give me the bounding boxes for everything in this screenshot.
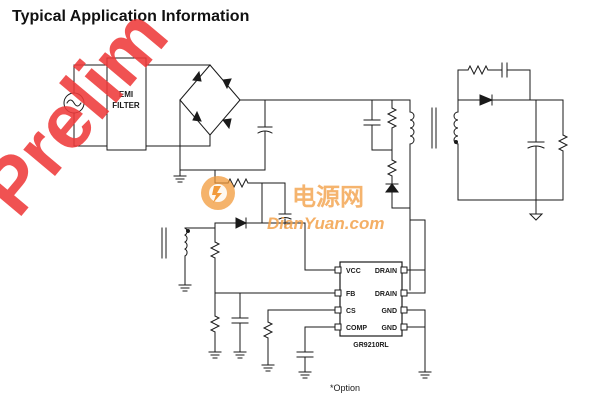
ic-pin-gnd-1: GND	[381, 308, 397, 315]
bulk-capacitor	[257, 99, 273, 171]
ic-pin-drain-2: DRAIN	[375, 291, 397, 298]
transformer	[409, 99, 459, 209]
snubber-network	[363, 99, 411, 209]
current-sense-resistor	[261, 309, 336, 372]
ic-pin-gnd-2: GND	[381, 325, 397, 332]
vcc-supply-network	[214, 169, 336, 271]
preliminary-watermark: Prelim	[0, 0, 184, 231]
ic-pin-comp: COMP	[346, 325, 367, 332]
emi-filter-label-line2: FILTER	[112, 101, 140, 110]
ic-part-number: GR9210RL	[353, 342, 389, 349]
page-title: Typical Application Information	[12, 8, 250, 25]
ac-source-symbol	[63, 64, 108, 147]
ic-pin-fb: FB	[346, 291, 355, 298]
site-name-english: DianYuan.com	[267, 214, 384, 233]
ic-pin-vcc: VCC	[346, 268, 361, 275]
option-note: *Option	[330, 383, 360, 393]
dianyuan-logo-icon	[201, 176, 235, 210]
ground-symbol	[173, 169, 187, 183]
site-name-chinese: 电源网	[292, 184, 364, 211]
comp-capacitor	[296, 326, 336, 379]
emi-filter-block	[106, 57, 147, 151]
bridge-rectifier	[179, 64, 241, 147]
ic-right-connections	[406, 219, 432, 379]
output-section	[457, 62, 569, 221]
ic-pin-cs: CS	[346, 308, 356, 315]
feedback-divider	[208, 231, 336, 359]
controller-ic	[339, 261, 403, 337]
aux-winding	[161, 227, 216, 292]
ic-pin-markers	[334, 266, 408, 331]
ic-pin-drain-1: DRAIN	[375, 268, 397, 275]
emi-filter-label-line1: EMI	[119, 90, 133, 99]
